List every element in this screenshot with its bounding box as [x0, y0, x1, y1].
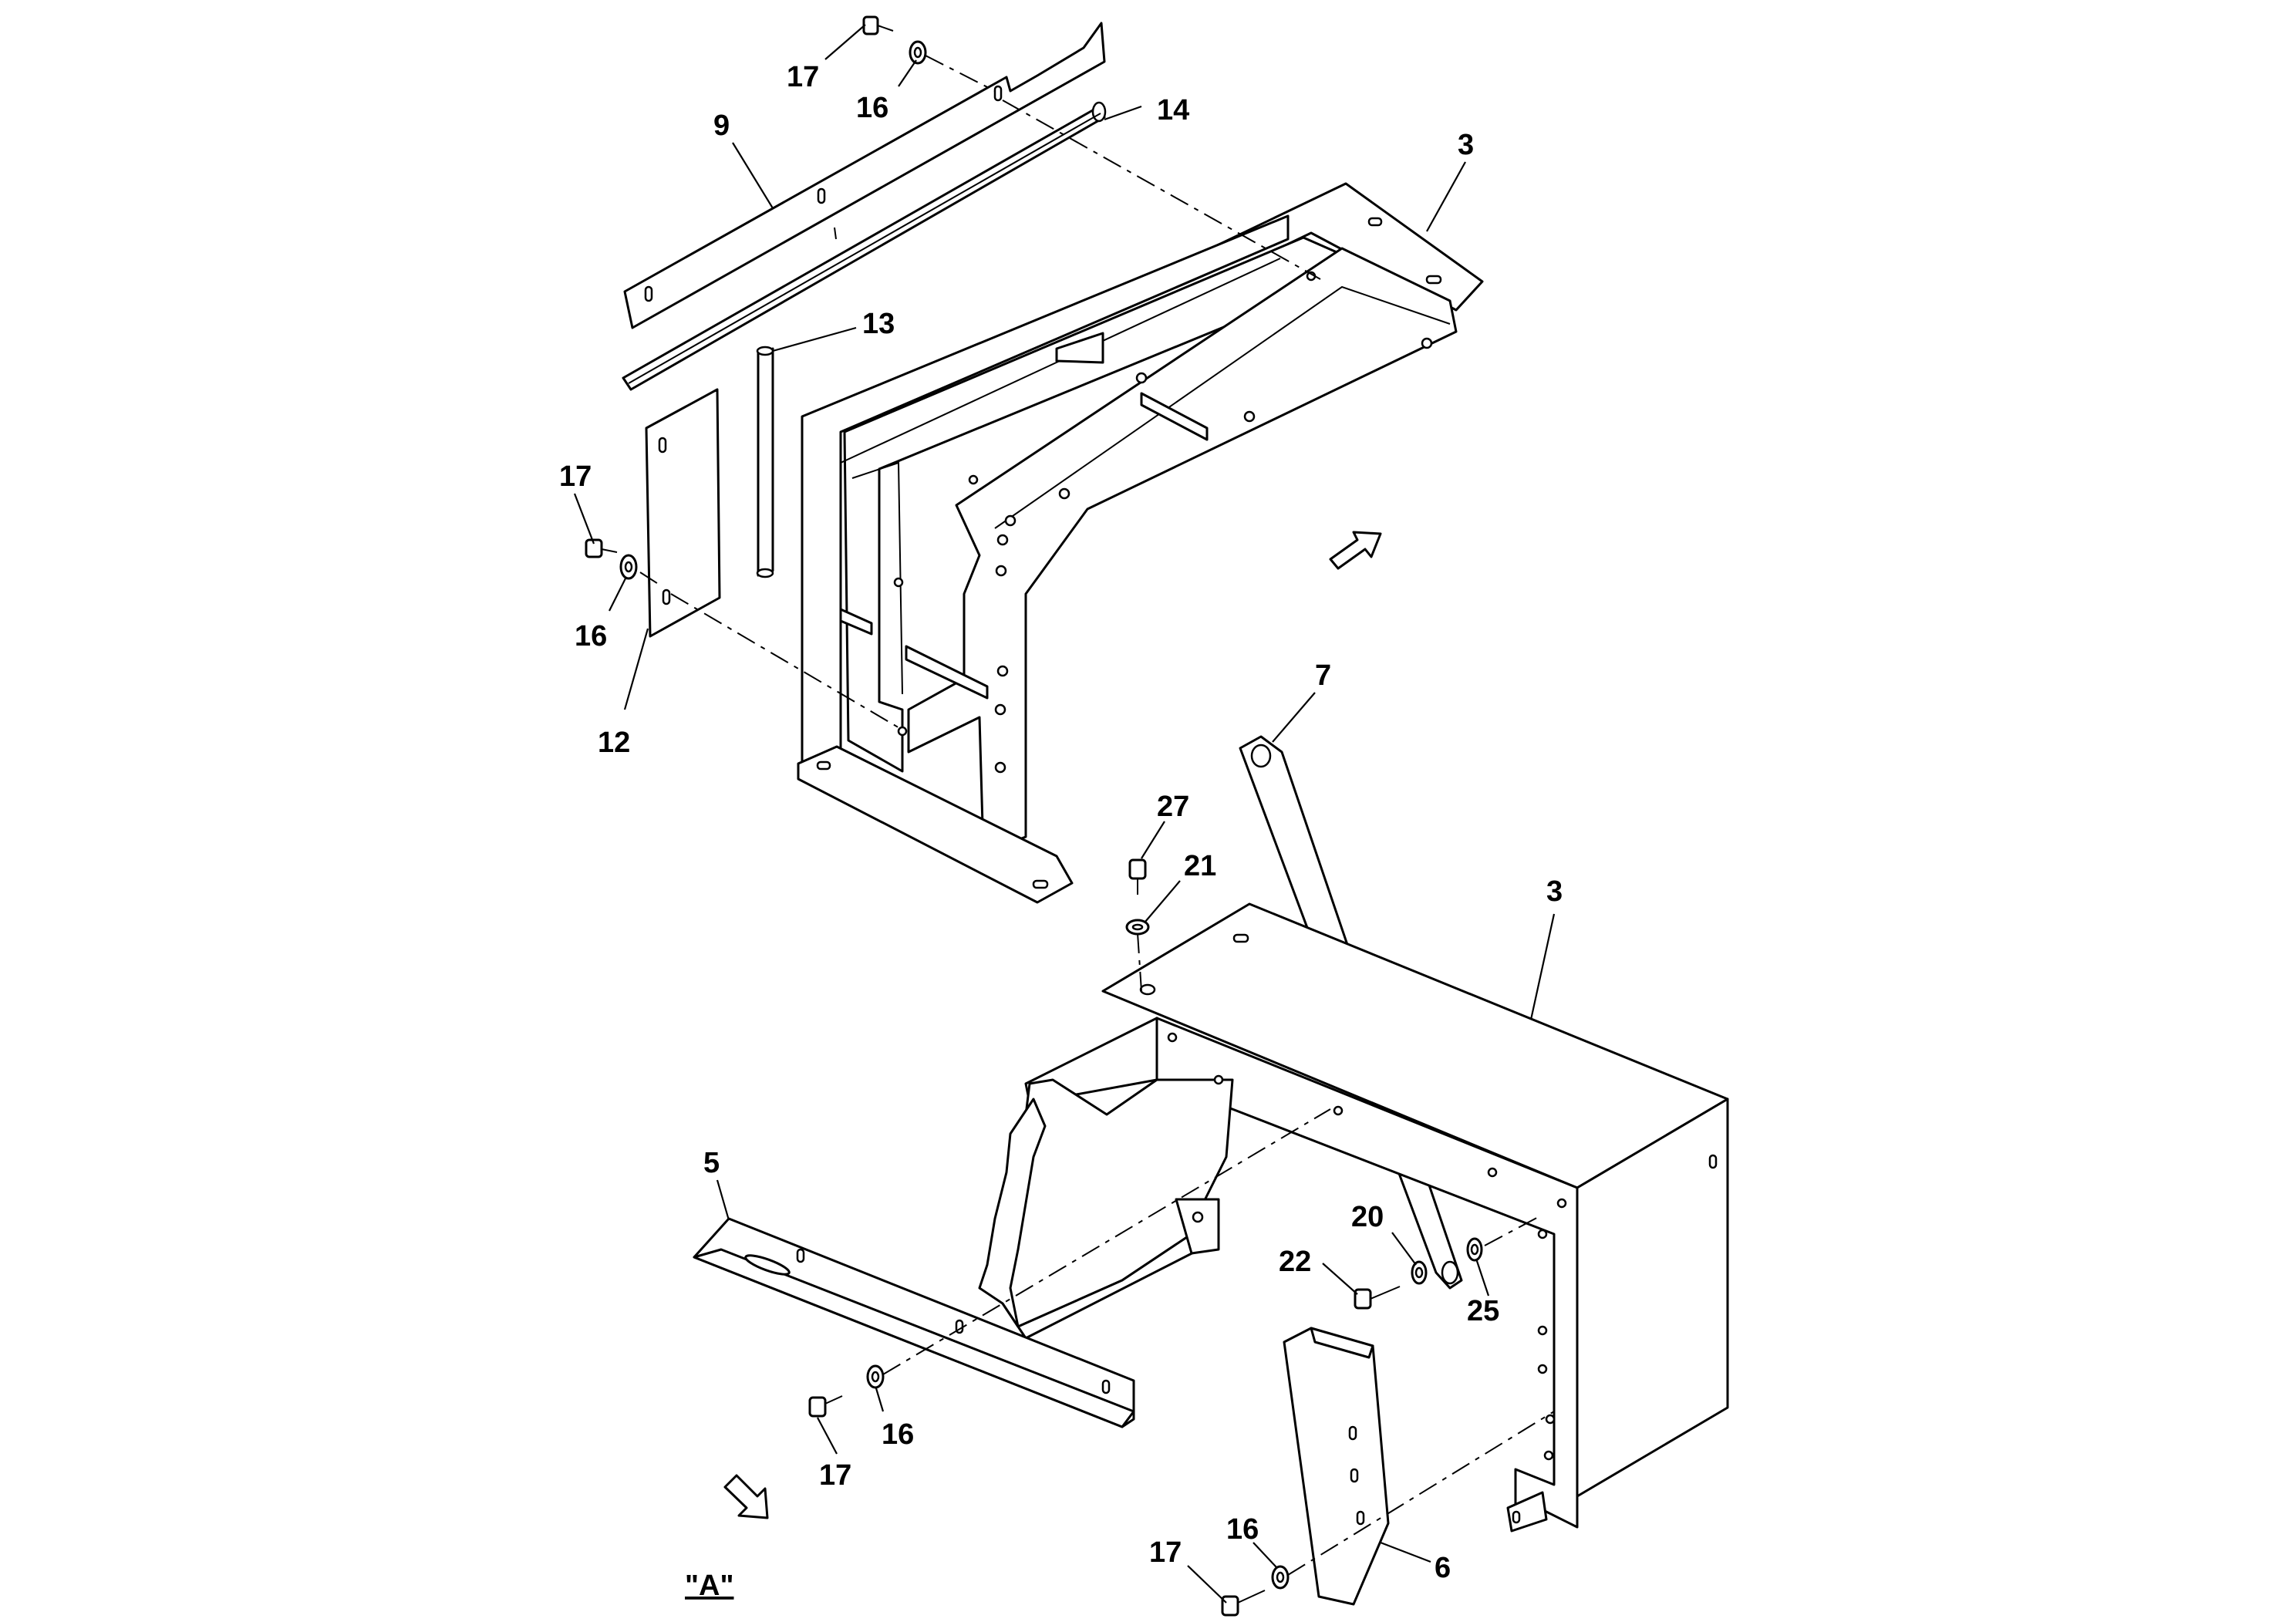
part-12-plate	[645, 388, 721, 638]
screw-22	[1354, 1286, 1401, 1310]
screw-17-left	[585, 538, 618, 558]
washer-16-bracket	[1271, 1565, 1290, 1590]
part-6-vertical-bracket	[1283, 1327, 1390, 1606]
washer-21	[1125, 919, 1150, 936]
screw-17-bracket	[1221, 1590, 1266, 1617]
callout-20: 20	[1351, 1201, 1384, 1233]
callout-17-top: 17	[787, 61, 819, 93]
washer-20	[1411, 1260, 1428, 1285]
part-3-upper-bracket	[797, 182, 1484, 904]
washer-16-left	[619, 554, 638, 580]
callout-16-bracket: 16	[1226, 1513, 1259, 1546]
part-3-lower-housing	[978, 902, 1729, 1533]
direction-arrow-icon	[1329, 531, 1382, 570]
callout-6: 6	[1435, 1552, 1451, 1584]
screw-17-upper	[862, 15, 894, 35]
callout-7: 7	[1315, 659, 1331, 692]
view-a-arrow-icon	[723, 1474, 769, 1519]
callout-16-rail: 16	[882, 1418, 914, 1451]
callout-21: 21	[1184, 850, 1216, 882]
callout-25: 25	[1467, 1295, 1499, 1327]
callout-13: 13	[862, 308, 895, 340]
callout-14: 14	[1157, 94, 1189, 126]
callout-9: 9	[713, 110, 730, 142]
washer-16-upper	[909, 40, 927, 65]
washer-16-rail	[866, 1364, 885, 1389]
screw-27	[1128, 858, 1147, 895]
callout-17-left: 17	[559, 460, 592, 493]
callout-27: 27	[1157, 791, 1189, 823]
washer-25	[1466, 1237, 1483, 1262]
part-14-seal-strip	[622, 101, 1107, 391]
screw-17-rail	[808, 1395, 843, 1418]
callout-3-upper: 3	[1458, 129, 1474, 161]
callout-3-lower: 3	[1546, 875, 1563, 908]
part-9-plate	[623, 22, 1106, 329]
callout-16-left: 16	[575, 620, 607, 653]
callout-22: 22	[1279, 1246, 1311, 1278]
part-5-angle-rail	[693, 1217, 1135, 1428]
callout-17-rail: 17	[819, 1459, 851, 1492]
part-13-rod	[756, 346, 774, 578]
callout-16-top: 16	[856, 92, 888, 124]
callout-12: 12	[598, 727, 630, 759]
callout-17-bracket: 17	[1149, 1536, 1182, 1569]
view-label-a: "A"	[685, 1570, 733, 1602]
callout-5: 5	[703, 1147, 720, 1179]
